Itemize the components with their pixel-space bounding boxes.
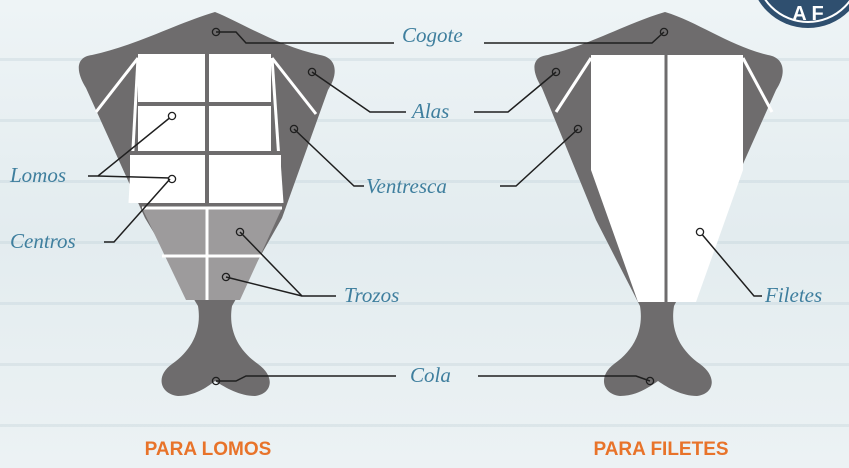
dot-trozos-lower: [221, 272, 231, 282]
leader-filetes: [699, 231, 762, 297]
leader-cola-right: [478, 375, 651, 382]
leader-ventresca-left: [293, 128, 364, 187]
fish-filetes: [534, 12, 783, 396]
label-ventresca: Ventresca: [366, 174, 447, 198]
leader-lomos-lower: [97, 175, 171, 179]
leader-cogote-right: [484, 31, 665, 44]
label-lomos: Lomos: [9, 163, 66, 187]
dot-alas-left: [307, 67, 317, 77]
label-alas: Alas: [410, 99, 449, 123]
label-cola: Cola: [410, 363, 451, 387]
filetes-cut-lines: [554, 57, 774, 113]
label-centros: Centros: [10, 229, 76, 253]
title-para-filetes: PARA FILETES: [593, 439, 728, 460]
label-cogote: Cogote: [402, 23, 463, 47]
dot-ventresca-left: [289, 124, 299, 134]
dot-lomos-upper: [167, 111, 177, 121]
title-para-lomos: PARA LOMOS: [145, 439, 272, 460]
brand-badge: A F: [758, 0, 849, 28]
leader-alas-right: [474, 71, 557, 113]
leader-alas-left: [311, 71, 406, 113]
badge-text: A F: [792, 3, 823, 25]
dot-ventresca-right: [573, 124, 583, 134]
leader-trozos-lower: [225, 276, 303, 297]
leader-lines: [88, 27, 762, 386]
lomos-dividers: [130, 54, 281, 203]
label-filetes: Filetes: [764, 283, 822, 307]
trozos-area: [142, 208, 282, 300]
dot-cola-left: [211, 376, 221, 386]
label-trozos: Trozos: [344, 283, 399, 307]
dot-lomos-lower: [167, 174, 177, 184]
fish-lomos: [78, 12, 335, 396]
dot-cogote-left: [211, 27, 221, 37]
badge-circle: [758, 0, 849, 28]
dot-trozos-upper: [235, 227, 245, 237]
leader-cogote-left: [216, 31, 394, 44]
badge-ring: [764, 0, 849, 23]
dot-cogote-right: [659, 27, 669, 37]
leader-ventresca-right: [500, 128, 579, 187]
leader-centros: [104, 178, 171, 243]
dot-cola-right: [645, 376, 655, 386]
labels: Cogote Alas Ventresca Lomos Centros Troz…: [9, 23, 822, 387]
leader-cola-left: [216, 375, 396, 382]
dot-filetes: [695, 227, 705, 237]
dot-alas-right: [551, 67, 561, 77]
cut-lines: [94, 57, 318, 300]
